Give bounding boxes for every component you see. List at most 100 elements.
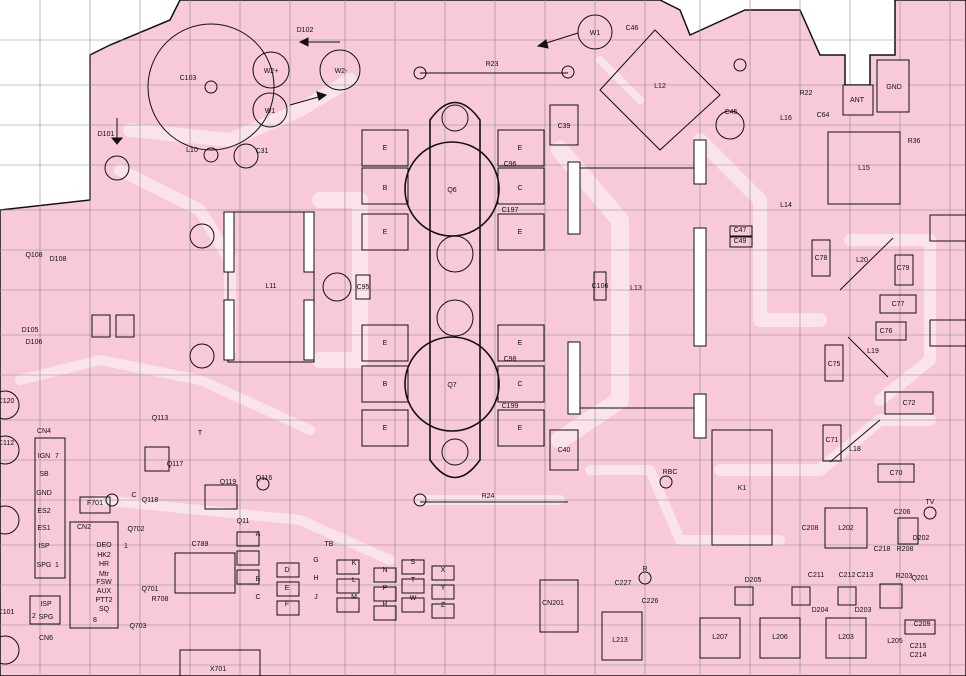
label-ant: ANT — [850, 97, 865, 104]
label-l202: L202 — [838, 525, 854, 532]
label-d101: D101 — [98, 131, 115, 138]
label-pc: C — [255, 594, 260, 601]
label-d108: D108 — [50, 256, 67, 263]
label-spg2: SPG — [39, 614, 54, 621]
label-e: E — [518, 145, 523, 152]
label-pg: G — [313, 557, 318, 564]
label-l15: L15 — [858, 165, 870, 172]
label-btt: T — [198, 430, 203, 437]
label-c211: C211 — [808, 572, 824, 579]
label-fsw: FSW — [96, 579, 112, 586]
label-c218: C218 — [874, 546, 891, 553]
label-c199: C199 — [502, 403, 519, 410]
label-pb: B — [256, 576, 261, 583]
label-l16: L16 — [780, 115, 792, 122]
label-c47: C47 — [734, 227, 747, 234]
connector-cn201 — [539, 579, 579, 633]
label-hr: HR — [99, 561, 109, 568]
label-r208: R208 — [897, 546, 914, 553]
connector-cn2 — [69, 521, 119, 629]
label-q201: Q201 — [911, 575, 928, 582]
label-c214: C214 — [910, 652, 927, 659]
label-cn2: CN2 — [77, 524, 91, 531]
label-c71: C71 — [826, 437, 839, 444]
label-q703: Q703 — [129, 623, 146, 630]
label-spg: SPG — [37, 562, 52, 569]
label-pf: F — [285, 601, 289, 608]
label-l207: L207 — [712, 634, 728, 641]
relay-k1 — [711, 429, 773, 546]
label-l10: L10 — [186, 147, 198, 154]
label-c206: C206 — [894, 509, 911, 516]
antenna-pad — [842, 84, 874, 116]
label-gnd: GND — [886, 84, 902, 91]
label-q7: Q7 — [447, 382, 456, 389]
label-rbc: RBC — [663, 469, 678, 476]
terminal-w1-top — [577, 14, 613, 50]
label-c101: C101 — [0, 609, 14, 616]
label-es1: ES1 — [37, 525, 50, 532]
label-c212: C212 — [839, 572, 856, 579]
label-pj: J — [314, 594, 318, 601]
label-r36: R36 — [908, 138, 921, 145]
label-c45: C45 — [725, 109, 738, 116]
label-py: Y — [441, 585, 446, 592]
label-btb: TB — [325, 541, 334, 548]
label-pz: Z — [441, 602, 446, 609]
label-ph: H — [313, 575, 318, 582]
label-q108: Q108 — [25, 252, 42, 259]
label-c208: C208 — [802, 525, 819, 532]
label-d205: D205 — [745, 577, 762, 584]
label-pl: L — [352, 577, 356, 584]
label-n8: 8 — [93, 617, 97, 624]
label-q701: Q701 — [141, 586, 158, 593]
label-tv: TV — [926, 499, 935, 506]
label-r23: R23 — [486, 61, 499, 68]
label-c49: C49 — [734, 238, 747, 245]
label-es2: ES2 — [37, 508, 50, 515]
label-e: E — [518, 340, 523, 347]
capacitor-c103 — [147, 23, 275, 151]
label-ps: S — [411, 559, 416, 566]
label-c64: C64 — [817, 112, 830, 119]
terminal-w2-plus — [252, 51, 290, 89]
label-sq: SQ — [99, 606, 110, 613]
label-r708: R708 — [152, 596, 169, 603]
label-f701: F701 — [87, 500, 103, 507]
label-c789: C789 — [192, 541, 209, 548]
label-l203: L203 — [838, 634, 854, 641]
label-pa: A — [256, 531, 261, 538]
label-px: X — [441, 567, 446, 574]
label-isp2: ISP — [40, 601, 52, 608]
label-c77: C77 — [892, 301, 905, 308]
label-n7: 7 — [55, 453, 59, 460]
label-l205: L205 — [887, 638, 903, 645]
label-w2p: W2+ — [264, 68, 279, 75]
label-l20: L20 — [856, 257, 868, 264]
label-c103: C103 — [180, 75, 197, 82]
label-d106: D106 — [26, 339, 43, 346]
label-e: E — [383, 145, 388, 152]
label-c76: C76 — [880, 328, 893, 335]
label-d204: D204 — [812, 607, 829, 614]
transistor-flange — [429, 101, 481, 479]
label-q6: Q6 — [447, 187, 456, 194]
label-q702: Q702 — [127, 526, 144, 533]
component-outlines — [0, 14, 966, 676]
label-c: C — [517, 381, 522, 388]
label-q117: Q117 — [167, 461, 184, 468]
label-e: E — [383, 425, 388, 432]
label-pm: M — [351, 594, 357, 601]
label-c96: C96 — [504, 161, 517, 168]
label-ign: IGN — [38, 453, 50, 460]
label-sb: SB — [39, 471, 49, 478]
label-q11: Q11 — [237, 518, 250, 525]
label-c31: C31 — [256, 148, 269, 155]
label-l18: L18 — [849, 446, 861, 453]
transistor-q6 — [404, 141, 500, 237]
label-pd: D — [284, 567, 289, 574]
label-e: E — [518, 229, 523, 236]
label-c70: C70 — [890, 470, 903, 477]
label-r: R — [642, 566, 647, 573]
